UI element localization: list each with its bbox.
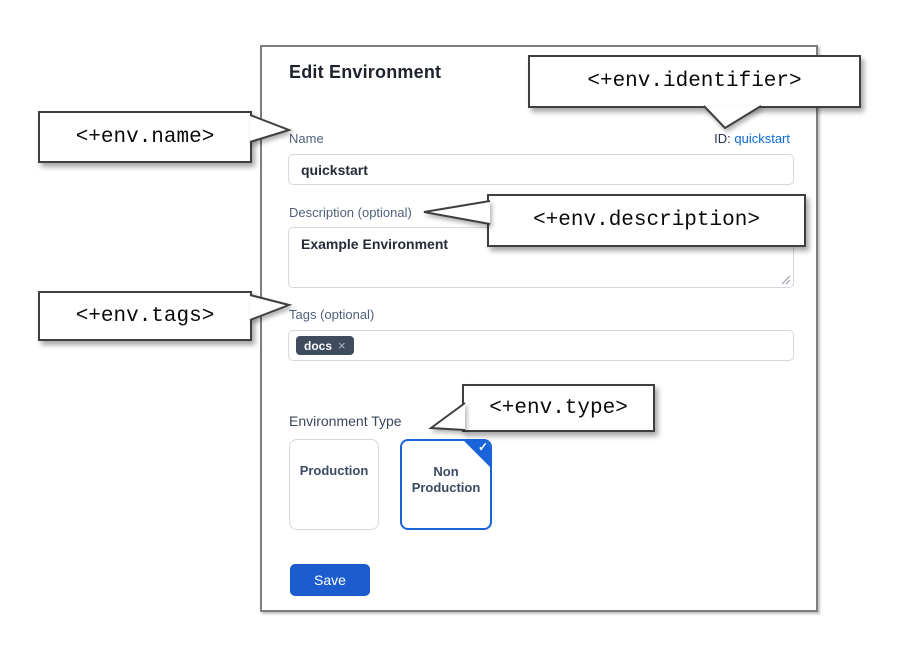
description-label: Description (optional) <box>289 205 412 220</box>
name-label: Name <box>289 131 324 146</box>
tag-chip: docs × <box>296 336 354 355</box>
tags-label: Tags (optional) <box>289 307 375 322</box>
resize-grip[interactable] <box>781 275 791 285</box>
save-button[interactable]: Save <box>290 564 370 596</box>
callout-env-description: <+env.description> <box>487 194 806 247</box>
check-icon: ✓ <box>477 440 488 454</box>
callout-env-tags: <+env.tags> <box>38 291 252 341</box>
description-value: Example Environment <box>301 236 449 252</box>
name-input[interactable] <box>288 154 794 185</box>
callout-env-identifier: <+env.identifier> <box>528 55 861 108</box>
callout-env-name: <+env.name> <box>38 111 252 163</box>
env-type-card-production[interactable]: Production <box>289 439 379 530</box>
environment-type-label: Environment Type <box>289 413 402 429</box>
id-value-link[interactable]: quickstart <box>734 131 790 146</box>
edit-environment-dialog: Edit Environment Name ID: quickstart Des… <box>260 45 818 612</box>
remove-tag-icon[interactable]: × <box>338 338 346 353</box>
callout-env-type: <+env.type> <box>462 384 655 432</box>
tags-input[interactable]: docs × <box>288 330 794 361</box>
environment-id: ID: quickstart <box>714 131 790 146</box>
tag-chip-text: docs <box>304 338 333 353</box>
page-title: Edit Environment <box>289 62 442 82</box>
id-label: ID: <box>714 131 731 146</box>
env-type-card-non-production[interactable]: Non Production ✓ <box>400 439 492 530</box>
env-type-card-production-label: Production <box>299 463 369 478</box>
env-type-card-non-production-label: Non Production <box>411 464 481 495</box>
